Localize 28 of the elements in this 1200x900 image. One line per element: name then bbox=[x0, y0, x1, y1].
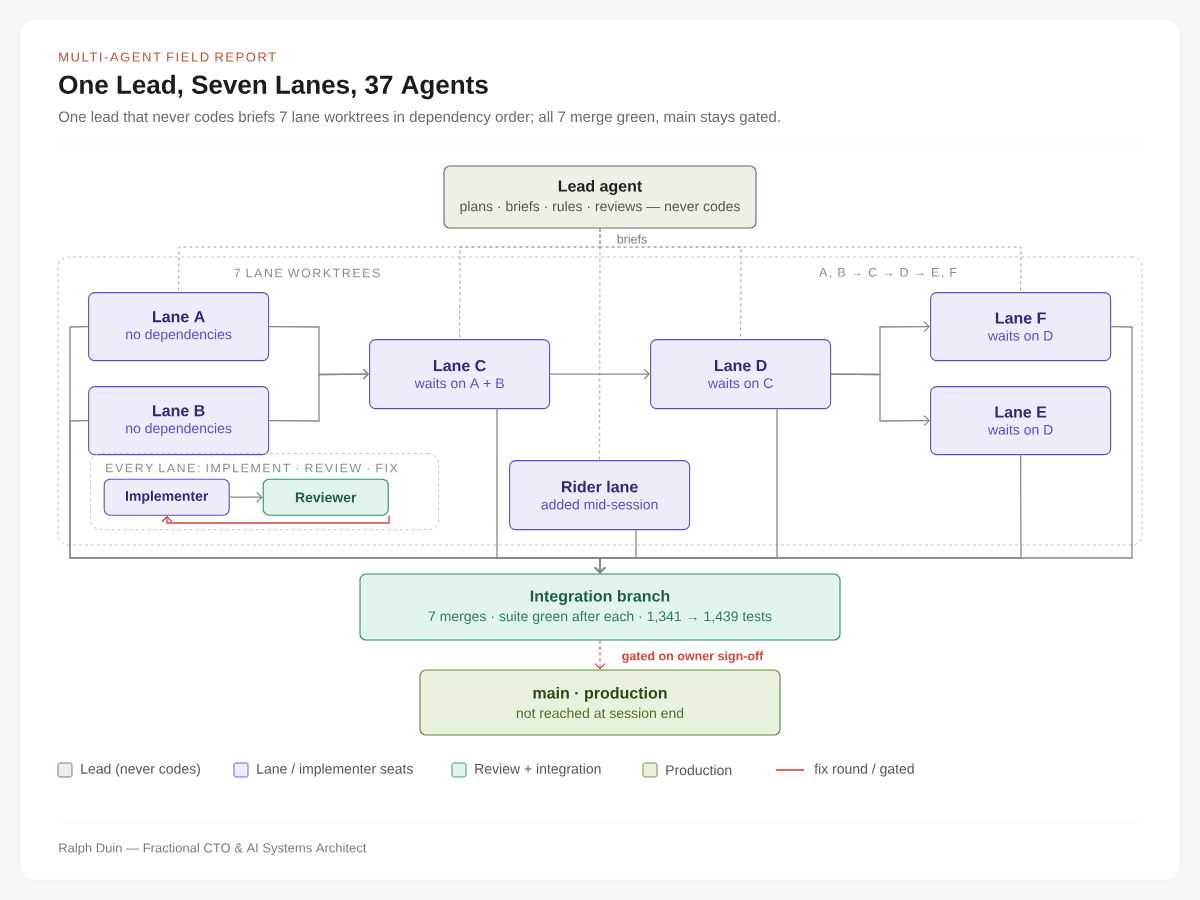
implementer-box: Implementer bbox=[103, 478, 230, 516]
lane-box: Lane E waits on D bbox=[930, 386, 1112, 456]
subtitle: One lead that never codes briefs 7 lane worktrees in dependency order; all 7 merge green, main stays gated. bbox=[58, 111, 780, 125]
kicker: MULTI-AGENT FIELD REPORT bbox=[59, 52, 276, 62]
connector bbox=[549, 368, 651, 380]
lead-box: Lead agent plans · briefs · rules · reviews — never codes bbox=[443, 165, 757, 229]
connector bbox=[161, 515, 390, 524]
lane-box: Rider lane added mid-session bbox=[509, 460, 691, 531]
legend-text: Lane / implementer seats bbox=[257, 763, 413, 777]
connector bbox=[594, 325, 1133, 574]
legend-text: Review + integration bbox=[475, 763, 601, 777]
lane-box: Lane C waits on A + B bbox=[369, 339, 551, 410]
integration-box: Integration branch 7 merges · suite green after each · 1,341 → 1,439 tests bbox=[359, 573, 841, 641]
lane-box: Lane D waits on C bbox=[650, 339, 832, 410]
production-box: main · production not reached at session end bbox=[419, 669, 781, 736]
connector bbox=[830, 373, 931, 427]
connector bbox=[268, 368, 370, 422]
title: One Lead, Seven Lanes, 37 Agents bbox=[59, 74, 488, 100]
lane-box: Lane A no dependencies bbox=[88, 292, 270, 362]
connector bbox=[594, 640, 606, 670]
connector bbox=[229, 491, 263, 503]
legend-text: fix round / gated bbox=[814, 763, 914, 777]
lane-box: Lane F waits on D bbox=[930, 292, 1112, 362]
lane-box: Lane B no dependencies bbox=[88, 386, 270, 456]
footer-text: Ralph Duin — Fractional CTO & AI Systems Architect bbox=[59, 842, 367, 856]
legend-text: Lead (never codes) bbox=[81, 763, 200, 777]
reviewer-box: Reviewer bbox=[262, 478, 389, 516]
legend-text: Production bbox=[666, 764, 732, 776]
